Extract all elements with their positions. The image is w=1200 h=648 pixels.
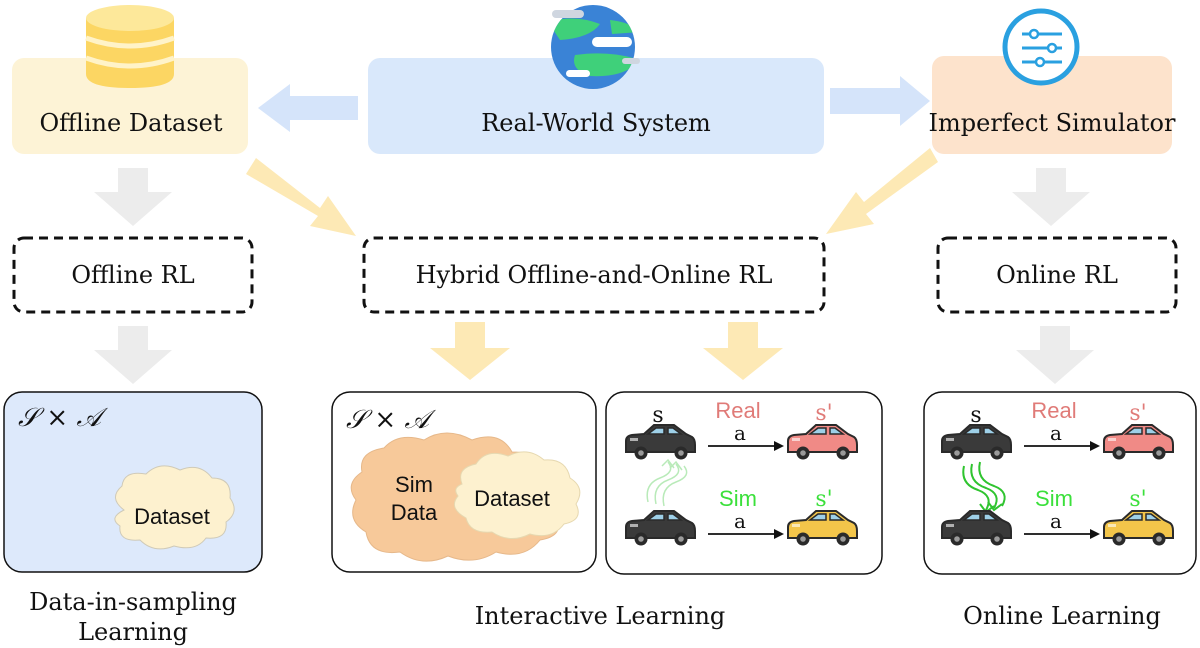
arrow-simulator-to-hybrid [826,148,938,234]
hybrid-rl-label: Hybrid Offline-and-Online RL [416,261,773,289]
hybrid-space-label: 𝒮 × 𝒜 [346,405,436,435]
hybrid-real-label: Real [715,398,760,423]
sim-data-label-1: Sim [395,472,433,497]
online-real-label: Real [1031,398,1076,423]
online-sim-action: a [1050,509,1062,533]
arrow-real-to-offline [258,84,358,132]
hybrid-sim-action: a [734,509,746,533]
hybrid-state-label: s [652,403,663,428]
caption-middle: Interactive Learning [475,602,726,630]
online-sim-next-state: s' [1129,487,1146,512]
hybrid-rl-box [362,236,826,314]
online-sim-arrowhead [1090,529,1100,539]
hybrid-sim-label: Sim [719,486,757,511]
imperfect-simulator-label: Imperfect Simulator [929,109,1176,137]
online-rl-box [936,236,1178,314]
hybrid-sim-transfer-arrows [646,458,688,507]
online-rl-label: Online RL [996,261,1118,289]
hybrid-sim-arrowhead [774,529,784,539]
online-real-arrowhead [1090,441,1100,451]
offline-rl-label: Offline RL [71,261,194,289]
arrow-simulator-to-online-rl [1012,168,1090,226]
online-sim-transfer-arrows [962,461,1006,514]
offline-dataset-label: Offline Dataset [39,109,222,137]
offline-rl-box [12,236,254,314]
globe-icon [551,5,640,89]
sliders-icon [1002,8,1080,86]
arrow-hybrid-down-right [703,322,783,380]
hybrid-real-next-state: s' [815,401,832,426]
caption-left-line1: Data-in-sampling [29,588,237,616]
hybrid-dataset-cloud [453,451,581,539]
real-world-system-box [368,58,824,154]
arrow-offline-rl-down [94,326,172,384]
real-world-system-label: Real-World System [481,109,711,137]
offline-space-label: 𝒮 × 𝒜 [18,403,108,433]
online-sim-label: Sim [1035,486,1073,511]
hybrid-real-arrowhead [774,441,784,451]
online-real-next-state: s' [1129,401,1146,426]
offline-dataset-cloud [114,465,235,550]
imperfect-simulator-box [932,56,1172,154]
offline-dataset-box [12,58,248,154]
arrow-real-to-simulator [830,76,930,126]
caption-right: Online Learning [963,602,1161,630]
hybrid-real-action: a [734,421,746,445]
offline-dataset-cloud-label: Dataset [134,504,210,529]
arrow-online-rl-down [1016,326,1094,384]
arrow-dataset-to-offline-rl [94,168,172,226]
arrow-dataset-to-hybrid [246,158,356,236]
sim-data-label-2: Data [391,500,438,525]
hybrid-sim-next-state: s' [815,487,832,512]
database-icon [85,5,175,88]
arrow-hybrid-down-left [430,322,510,380]
caption-left-line2: Learning [78,618,188,646]
hybrid-dataset-label: Dataset [474,486,550,511]
online-real-action: a [1050,421,1062,445]
online-state-label: s [970,403,981,428]
